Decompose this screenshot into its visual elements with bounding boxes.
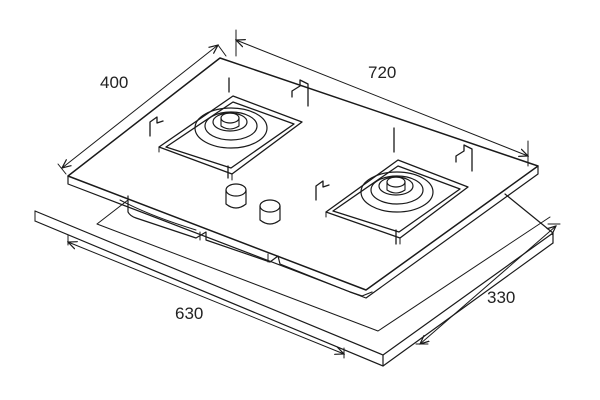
glass-depth-label: 400 <box>100 73 128 92</box>
right-control-knob <box>259 199 281 225</box>
dimension-glass-depth <box>57 45 227 175</box>
glass-width-label: 720 <box>368 63 396 82</box>
dimension-cutout-width <box>68 234 344 359</box>
cutout-width-label: 630 <box>175 304 203 323</box>
dimension-glass-width <box>236 29 528 167</box>
left-control-knob <box>225 183 247 209</box>
right-burner <box>315 127 473 245</box>
cutout-depth-label: 330 <box>487 288 515 307</box>
glass-top <box>67 57 539 299</box>
dimension-cutout-depth <box>415 223 561 344</box>
